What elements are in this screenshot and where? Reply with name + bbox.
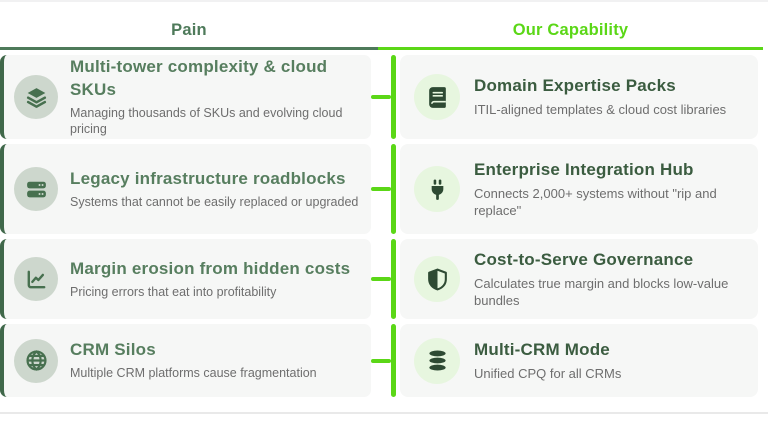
- pain-card-description: Systems that cannot be easily replaced o…: [70, 194, 359, 209]
- capability-icon-circle: [414, 166, 460, 212]
- pain-icon-circle: [14, 167, 58, 211]
- pain-card-description: Managing thousands of SKUs and evolving …: [70, 105, 343, 137]
- pain-card-title: Margin erosion from hidden costs: [70, 258, 351, 278]
- capability-column-header: Our Capability: [378, 14, 763, 50]
- pain-icon-circle: [14, 257, 58, 301]
- pain-card-description: Multiple CRM platforms cause fragmentati…: [70, 366, 317, 381]
- capability-card-domain-packs: Domain Expertise Packs ITIL-aligned temp…: [400, 55, 758, 139]
- server-icon: [26, 181, 46, 197]
- connector-line: [371, 95, 391, 99]
- connector-bracket: [391, 324, 396, 397]
- book-icon: [428, 86, 446, 108]
- connector-bracket: [391, 144, 396, 234]
- comparison-row: Multi-tower complexity & cloud SKUs Mana…: [0, 55, 758, 139]
- comparison-rows: Multi-tower complexity & cloud SKUs Mana…: [0, 55, 768, 397]
- capability-icon-circle: [414, 337, 460, 384]
- header-row: Pain Our Capability: [0, 2, 768, 50]
- pain-card-crm-silos: CRM Silos Multiple CRM platforms cause f…: [0, 324, 371, 397]
- shield-icon: [427, 268, 447, 290]
- capability-card-cost-governance: Cost-to-Serve Governance Calculates true…: [400, 239, 758, 319]
- database-icon: [428, 350, 446, 371]
- connector-bracket: [391, 55, 396, 139]
- capability-card-title: Cost-to-Serve Governance: [474, 249, 694, 269]
- comparison-row: Margin erosion from hidden costs Pricing…: [0, 239, 758, 319]
- plug-icon: [431, 179, 443, 200]
- bottom-divider: [0, 412, 768, 414]
- comparison-row: CRM Silos Multiple CRM platforms cause f…: [0, 324, 758, 397]
- pain-card-margin-erosion: Margin erosion from hidden costs Pricing…: [0, 239, 371, 319]
- capability-card-title: Multi-CRM Mode: [474, 339, 610, 359]
- connector-line: [371, 187, 391, 191]
- pain-icon-circle: [14, 75, 58, 119]
- pain-card-title: Legacy infrastructure roadblocks: [70, 168, 346, 188]
- pain-card-legacy-infra: Legacy infrastructure roadblocks Systems…: [0, 144, 371, 234]
- pain-card-title: CRM Silos: [70, 340, 156, 360]
- capability-card-description: Calculates true margin and blocks low-va…: [474, 275, 729, 308]
- capability-card-description: ITIL-aligned templates & cloud cost libr…: [474, 102, 727, 118]
- capability-icon-circle: [414, 256, 460, 302]
- capability-card-description: Unified CPQ for all CRMs: [474, 365, 622, 381]
- pain-icon-circle: [14, 338, 58, 383]
- capability-card-integration-hub: Enterprise Integration Hub Connects 2,00…: [400, 144, 758, 234]
- comparison-row: Legacy infrastructure roadblocks Systems…: [0, 144, 758, 234]
- connector-line: [371, 277, 391, 281]
- pain-column-header: Pain: [0, 14, 378, 50]
- capability-card-title: Enterprise Integration Hub: [474, 159, 694, 179]
- connector-bracket: [391, 239, 396, 319]
- pain-header-label: Pain: [171, 21, 207, 39]
- pain-card-multi-tower: Multi-tower complexity & cloud SKUs Mana…: [0, 55, 371, 139]
- line-chart-icon: [27, 270, 45, 288]
- capability-icon-circle: [414, 74, 460, 120]
- connector-line: [371, 358, 391, 363]
- pain-card-description: Pricing errors that eat into profitabili…: [70, 284, 277, 299]
- capability-card-title: Domain Expertise Packs: [474, 76, 676, 96]
- globe-icon: [25, 350, 47, 371]
- capability-header-label: Our Capability: [512, 21, 629, 39]
- capability-card-description: Connects 2,000+ systems without "rip and…: [474, 185, 717, 218]
- capability-card-multi-crm: Multi-CRM Mode Unified CPQ for all CRMs: [400, 324, 758, 397]
- layers-icon: [26, 87, 46, 108]
- pain-card-title: Multi-tower complexity & cloud SKUs: [70, 57, 328, 99]
